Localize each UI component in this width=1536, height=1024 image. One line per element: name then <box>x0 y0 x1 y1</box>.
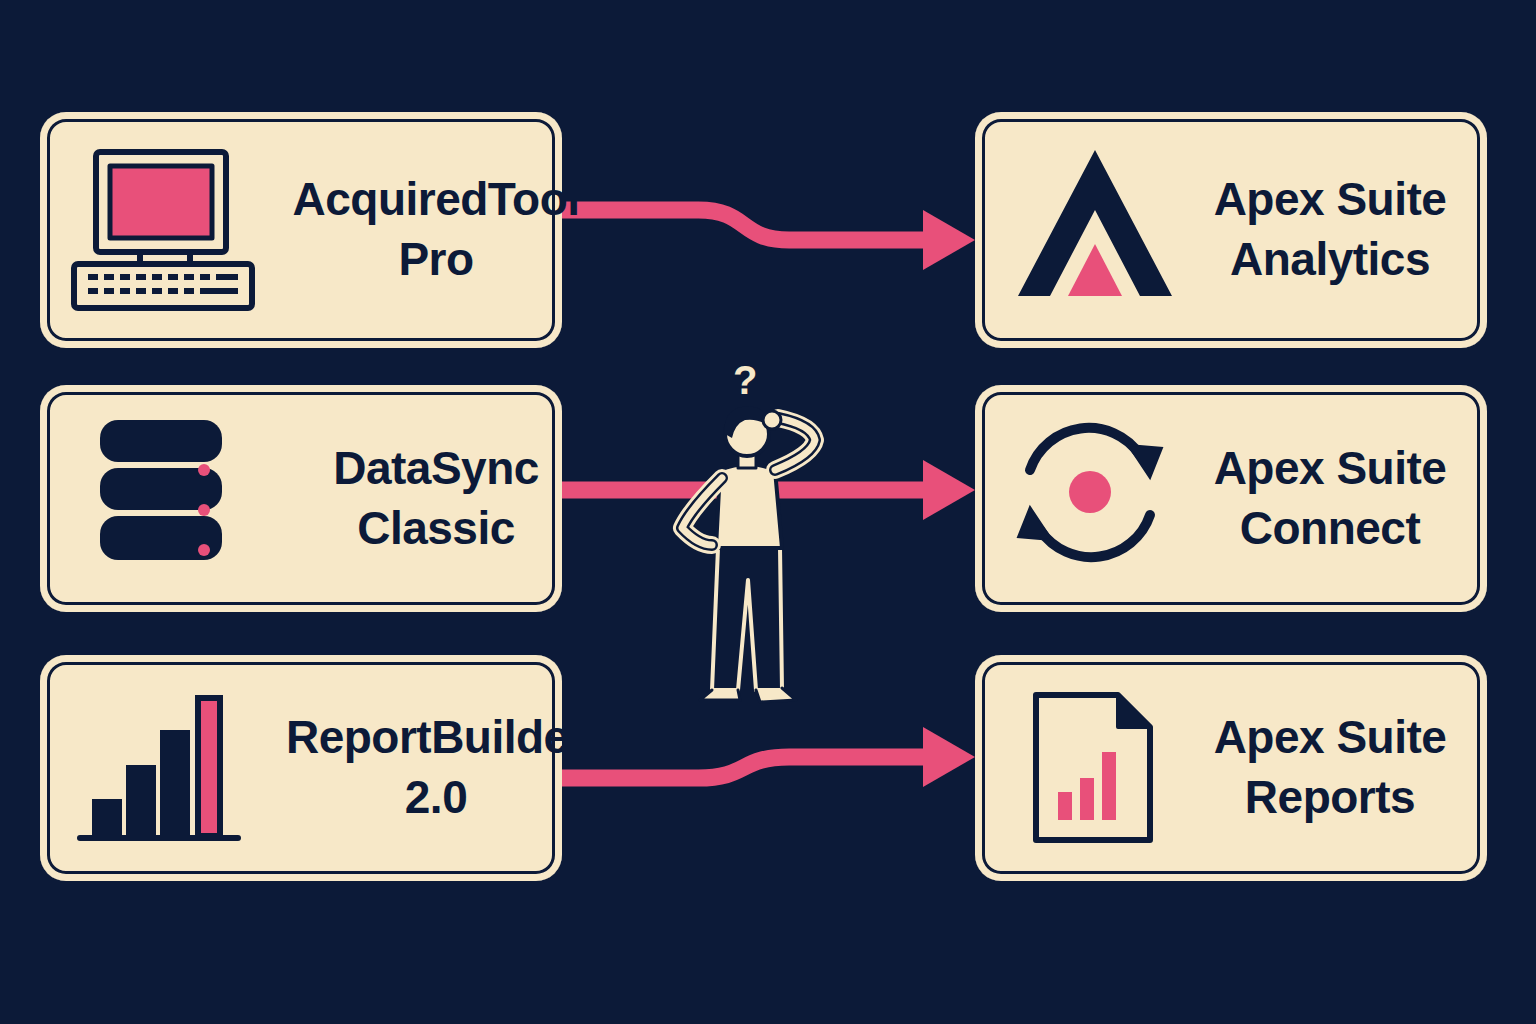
text-area: AcquiredTool Pro <box>280 112 592 348</box>
box-label: Apex Suite Analytics <box>1185 170 1475 290</box>
bar-chart-icon <box>80 698 238 838</box>
box-label: AcquiredTool Pro <box>280 170 592 290</box>
migration-arrow <box>562 460 975 520</box>
text-area: Apex Suite Reports <box>1185 655 1475 881</box>
document-icon <box>1036 695 1150 840</box>
migration-arrow <box>562 727 975 787</box>
migration-arrow <box>562 210 975 270</box>
box-label: Apex Suite Connect <box>1185 439 1475 559</box>
product-box: ReportBuilder 2.0 <box>40 655 562 881</box>
sync-icon <box>1018 428 1162 557</box>
person-figure <box>682 406 815 702</box>
text-area: DataSync Classic <box>280 385 592 612</box>
database-icon <box>100 420 222 560</box>
product-box: Apex Suite Analytics <box>975 112 1487 348</box>
product-box: DataSync Classic <box>40 385 562 612</box>
text-area: Apex Suite Connect <box>1185 385 1475 612</box>
question-mark: ? <box>733 360 757 400</box>
text-area: Apex Suite Analytics <box>1185 112 1475 348</box>
product-box: AcquiredTool Pro <box>40 112 562 348</box>
apex-logo <box>1018 150 1172 296</box>
computer-icon <box>74 152 252 308</box>
product-box: Apex Suite Reports <box>975 655 1487 881</box>
text-area: ReportBuilder 2.0 <box>280 655 592 881</box>
product-box: Apex Suite Connect <box>975 385 1487 612</box>
box-label: Apex Suite Reports <box>1185 708 1475 828</box>
box-label: DataSync Classic <box>280 439 592 559</box>
box-label: ReportBuilder 2.0 <box>280 708 592 828</box>
